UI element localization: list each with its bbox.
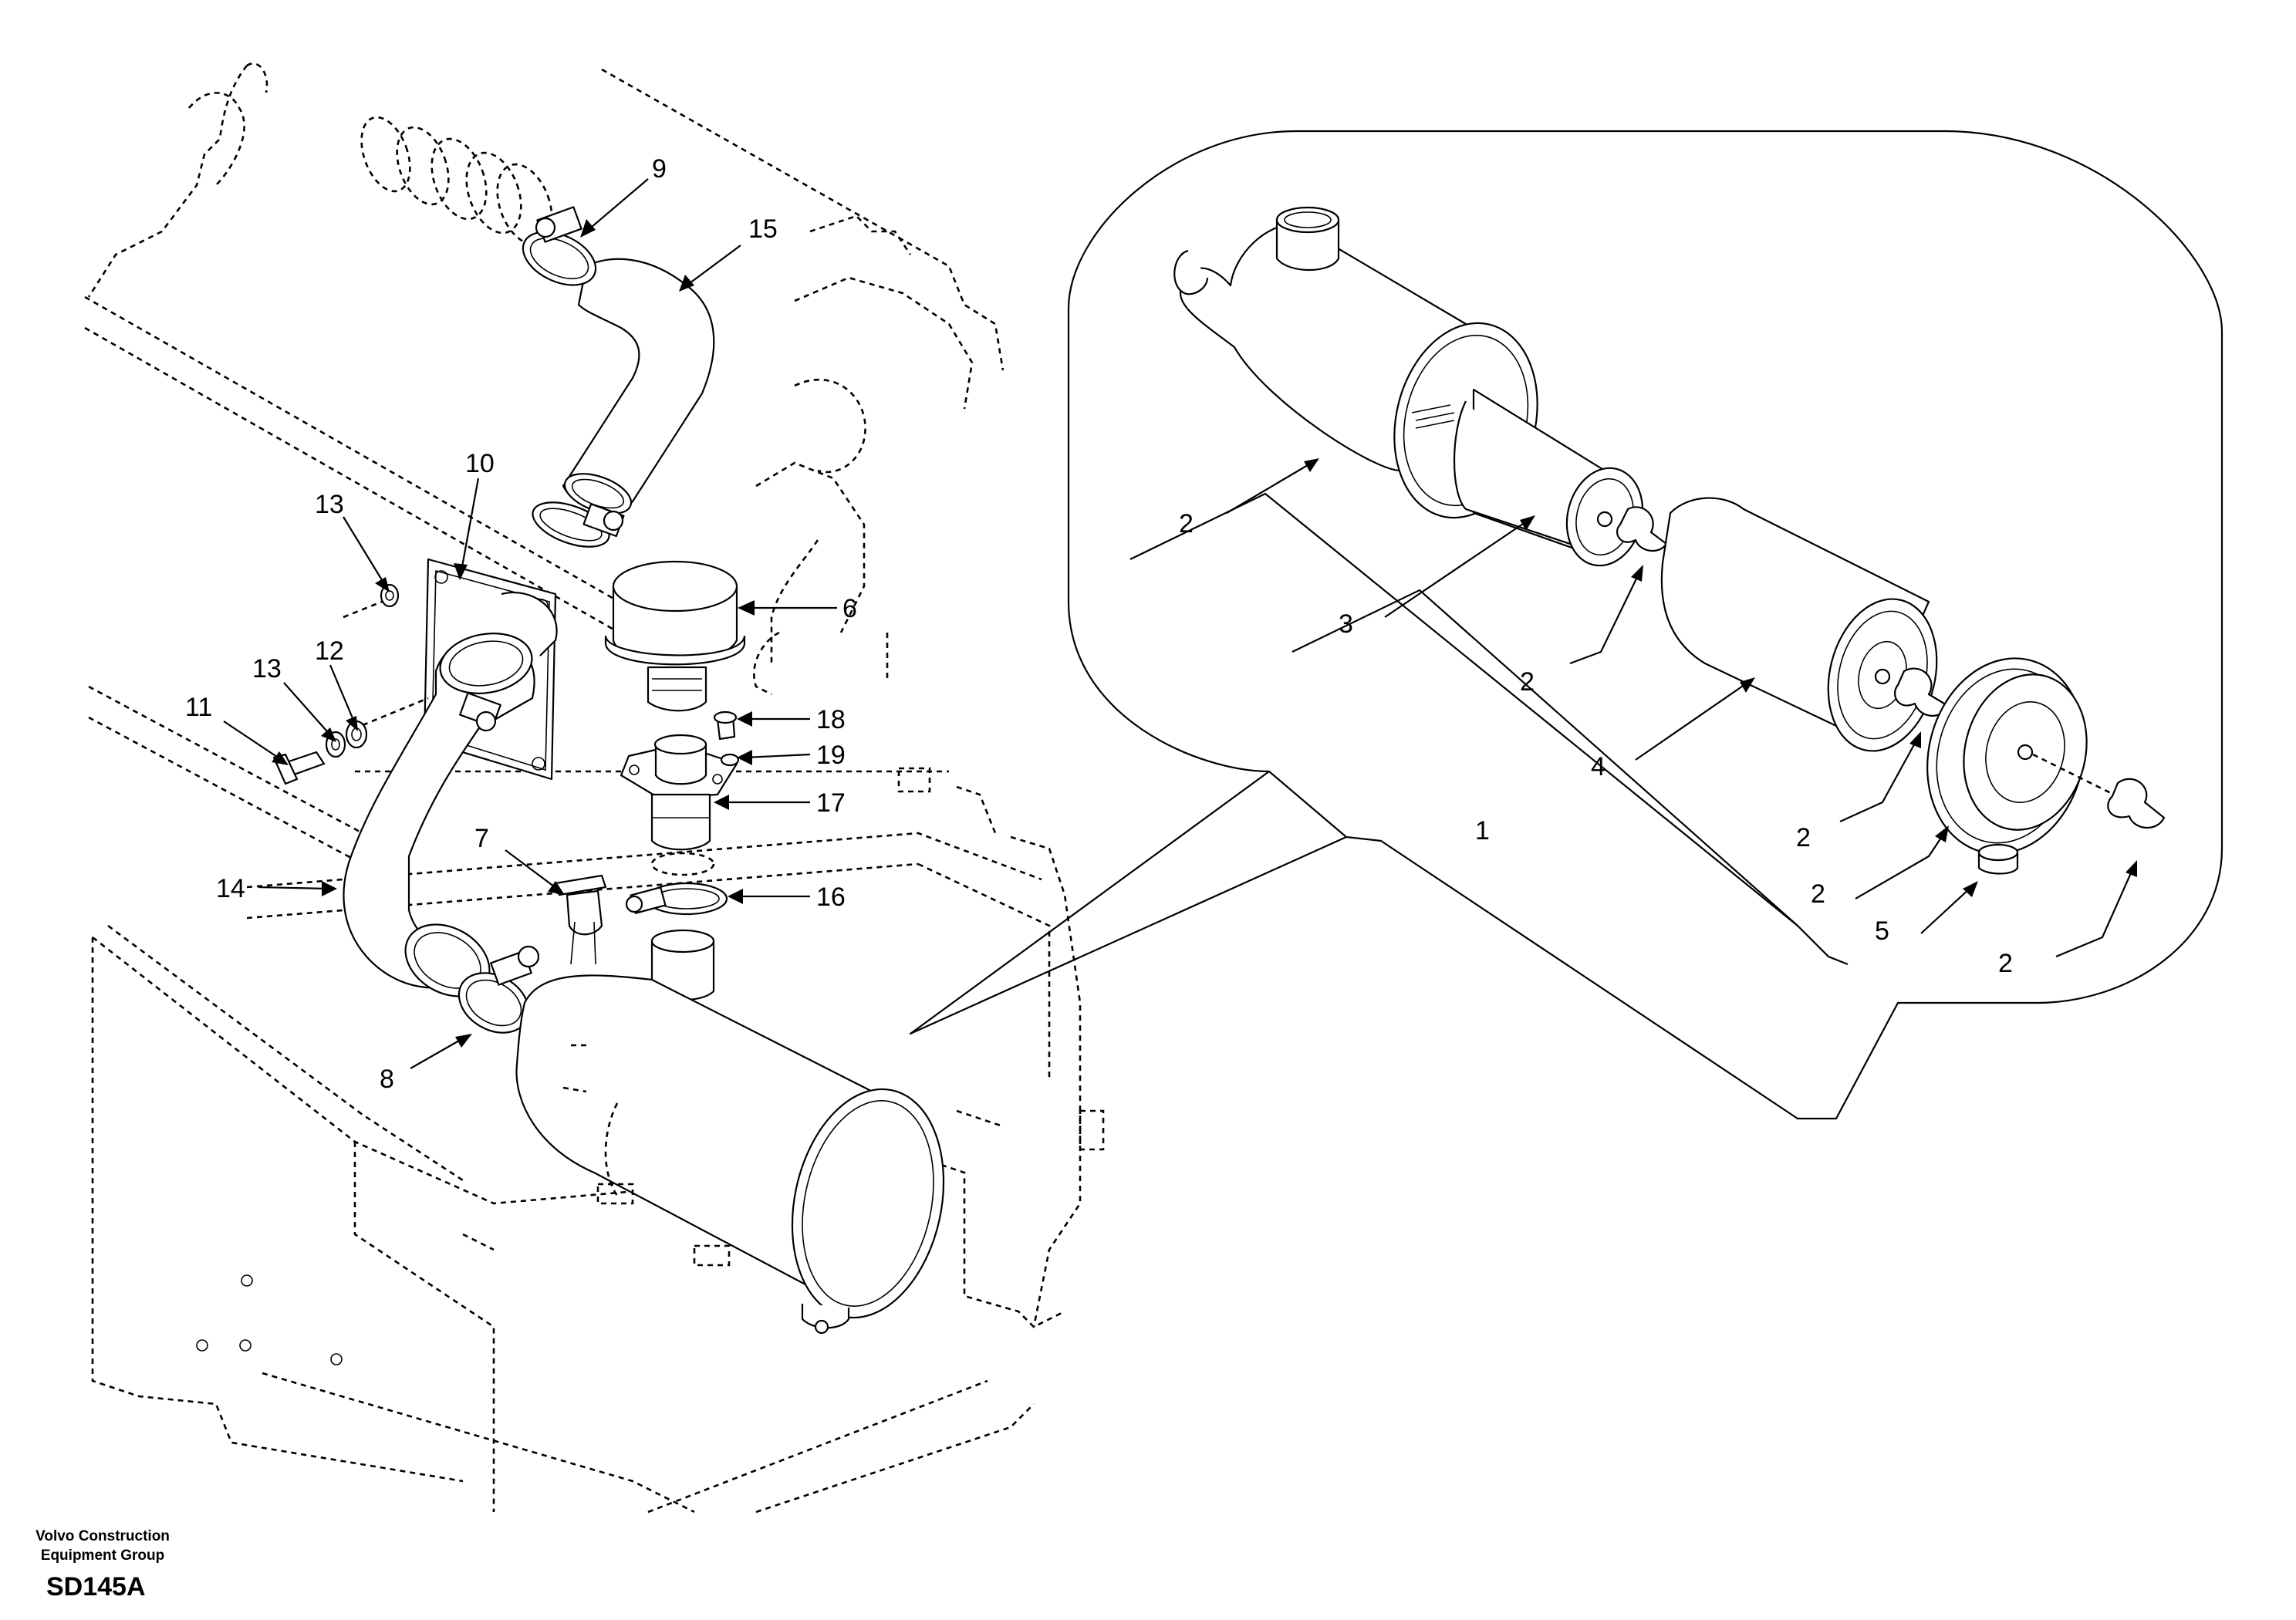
wing-nut-2	[1894, 667, 1950, 717]
inlet-adapter	[620, 734, 738, 851]
hose-clamp-lower	[532, 501, 625, 548]
dust-valve	[1977, 843, 2019, 875]
pre-cleaner-cap	[604, 560, 746, 712]
bolt-washer-set	[272, 583, 429, 785]
callout-8: 8	[380, 1065, 394, 1094]
air-cleaner-housing	[515, 929, 945, 1335]
callout-6: 6	[842, 594, 857, 623]
drawing-footer: Volvo Construction Equipment Group SD145…	[35, 1528, 170, 1601]
counterweight-bolts	[196, 1274, 343, 1365]
hose-clamp-air-cleaner	[625, 852, 728, 916]
callout-13-top: 13	[315, 490, 344, 519]
callout-11: 11	[185, 693, 212, 722]
company-name-line2: Equipment Group	[41, 1547, 164, 1564]
callout-9: 9	[652, 154, 667, 184]
wing-nut-3	[2107, 778, 2166, 829]
callout-2-wingnut-2: 2	[1796, 823, 1811, 852]
restriction-indicator	[554, 874, 607, 965]
drawing-code: SD145A	[46, 1572, 146, 1601]
callout-18: 18	[816, 705, 846, 734]
callout-17: 17	[816, 788, 846, 818]
hose-clamp-bottom	[404, 923, 540, 1034]
callout-13-lower: 13	[252, 654, 282, 683]
company-name-line1: Volvo Construction	[35, 1528, 170, 1544]
callout-15: 15	[748, 214, 778, 244]
machine-outline	[84, 62, 1105, 1514]
callout-2-wingnut-1: 2	[1520, 667, 1535, 697]
callout-19: 19	[816, 741, 846, 770]
callout-4: 4	[1591, 752, 1606, 781]
hose-clamp-upper	[522, 206, 597, 286]
callout-2-housing: 2	[1179, 509, 1194, 538]
callout-12: 12	[315, 636, 344, 666]
intake-hose-elbow	[562, 258, 715, 515]
detail-inset	[1067, 130, 2223, 1120]
secondary-filter-element	[1660, 497, 1938, 752]
primary-filter-element	[1453, 388, 1644, 567]
screw-and-washer	[713, 710, 740, 767]
callout-10: 10	[465, 449, 495, 478]
leader-lines	[223, 178, 2137, 1069]
detail-pointer	[909, 770, 1348, 1035]
callout-2-cover: 2	[1811, 879, 1825, 909]
callout-3: 3	[1339, 609, 1353, 639]
callout-labels: 9 15 10 13 12 13 11 6 18 19 17 16 7 14 8…	[185, 154, 2013, 1094]
air-cleaner-cover	[1926, 657, 2115, 855]
wing-nut-1	[1616, 506, 1668, 552]
callout-7: 7	[474, 824, 489, 853]
callout-16: 16	[816, 883, 846, 912]
callout-14: 14	[216, 874, 245, 903]
callout-5: 5	[1875, 916, 1889, 946]
callout-1: 1	[1475, 816, 1490, 845]
turbo-inlet-outline	[360, 116, 553, 246]
callout-2-far-right: 2	[1998, 949, 2013, 978]
